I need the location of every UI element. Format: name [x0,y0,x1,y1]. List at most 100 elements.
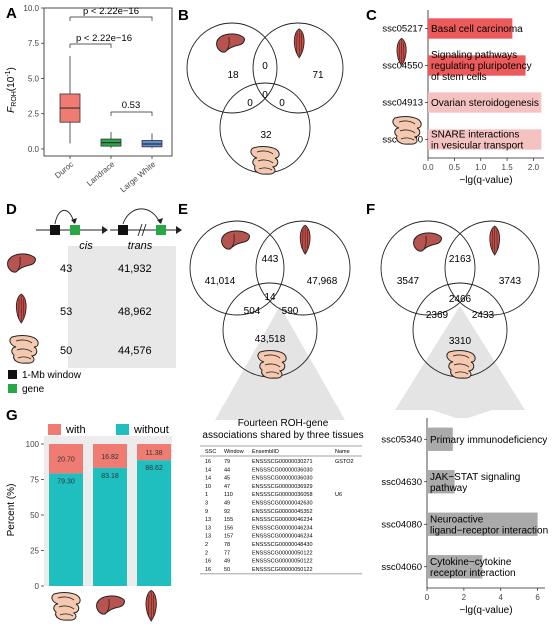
trans-arc [122,208,161,225]
hbar-term-line: regulating pluripotency [431,61,532,72]
table-cell: 1 [205,492,208,498]
legend-with-swatch [48,424,61,435]
hbar-term-line: Ovarian steroidogenesis [431,98,539,109]
panel-d-shaded-area [68,246,176,368]
hbar-term-label: Ovarian steroidogenesis [431,98,539,109]
intestine-icon [392,116,422,145]
a-xtick-label: Duroc [53,160,75,181]
panel-label-g: G [6,407,18,424]
table-cell: ENSSSCG00000048430 [252,542,313,548]
cis-arc [54,209,75,225]
venn-e-muscle-intestine: 590 [282,306,299,317]
table-cell: 77 [224,550,230,556]
pvalue-landrace-largewhite: 0.53 [122,100,141,111]
panel-label-d: D [6,201,17,218]
hbar-term-line: pathway [430,483,467,494]
hbar-xlabel: −lg(q-value) [459,175,512,186]
hbar-ssc04913 [428,92,542,113]
cis-arrowhead [102,226,108,234]
hbar-category-label: ssc05217 [382,24,423,35]
table-cell: ENSSSCG00000036030 [252,476,313,482]
table-cell: 13 [205,517,211,523]
venn-b-intestine-only: 32 [260,130,272,141]
trans-gene-box [156,225,166,235]
bar-with-label: 11.38 [146,450,163,457]
bar-without-label: 83.18 [101,473,119,480]
a-ytick-label: 2.5 [28,110,40,119]
table-cell: 16 [205,459,211,465]
bar-with-muscle [137,444,171,461]
a-ytick-label: 0.0 [28,145,40,154]
hbar-term-line: Basal cell carcinoma [431,24,523,35]
panel-h-connector [432,410,492,418]
venn-f-liver-muscle: 2163 [449,254,472,265]
table-cell: 13 [205,525,211,531]
venn-b-liver-only: 18 [227,70,239,81]
venn-f-liver-circle [380,220,476,316]
venn-f-all: 2466 [449,294,472,305]
hbar-term-line: Primary immunodeficiency [430,435,547,446]
table-cell: U6 [335,492,342,498]
panel-label-b: B [178,7,189,24]
table-header: Name [335,449,350,455]
cis-intestine: 50 [60,345,72,357]
hbar-term-line: Signaling pathways [431,50,517,61]
g-ytick-label: 0 [35,582,40,591]
table-cell: 2 [205,550,208,556]
legend-without-swatch [116,424,129,435]
legend-without-label: without [133,424,169,436]
venn-e-all: 14 [264,292,276,303]
hbar-category-label: ssc04550 [382,61,423,72]
bar-without-muscle [137,460,171,586]
panel-g-ylabel: Percent (%) [6,484,17,537]
table-cell: ENSSSCG00000046234 [252,534,313,540]
hbar-term-label: Basal cell carcinoma [431,24,523,35]
liver-icon [96,595,125,615]
table-cell: 16 [205,559,211,565]
hbar-term-line: in vesicular transport [431,141,523,152]
intestine-icon [250,146,280,175]
hbar-xtick-label: 1.5 [502,163,514,172]
venn-f-liver-only: 3547 [397,276,420,287]
shared-genes-table: Fourteen ROH-gene associations shared by… [200,418,364,575]
hbar-term-line: Cytokine−cytokine [430,557,512,568]
table-cell: 9 [205,509,208,515]
venn-e-liver-muscle: 443 [262,254,279,265]
muscle-icon [145,589,157,622]
table-cell: ENSSSCG00000046234 [252,525,313,531]
hbar-xlabel: −lg(q-value) [459,605,512,616]
liver-icon [221,230,250,250]
trans-intestine: 44,576 [118,345,152,357]
legend-window-swatch [8,370,17,379]
venn-e-intestine-only: 43,518 [255,334,286,345]
hbar-term-line: Neuroactive [430,514,484,525]
trans-muscle: 48,962 [118,306,152,318]
table-header: SSC [205,449,216,455]
hbar-category-label: ssc04913 [382,98,423,109]
muscle-icon [489,225,501,256]
table-title-line2: associations shared by three tissues [202,430,363,441]
table-cell: 49 [224,559,230,565]
bar-without-label: 79.30 [57,478,75,485]
hbar-term-line: receptor interaction [430,568,516,579]
intestine-icon [9,335,39,364]
table-cell: 156 [224,525,233,531]
table-cell: 50 [224,567,230,573]
venn-f-intestine-only: 3310 [449,336,472,347]
legend-gene-label: gene [22,384,45,395]
hbar-category-label: ssc05340 [381,434,422,445]
hbar-xtick-label: 2.0 [528,163,540,172]
legend-window-label: 1-Mb window [22,370,82,381]
muscle-icon [293,28,305,59]
table-header: Window [224,449,244,455]
venn-b-liver-circle [186,22,278,114]
venn-f-muscle-circle [444,220,540,316]
g-ytick-label: 25 [30,547,39,556]
table-cell: 47 [224,484,230,490]
